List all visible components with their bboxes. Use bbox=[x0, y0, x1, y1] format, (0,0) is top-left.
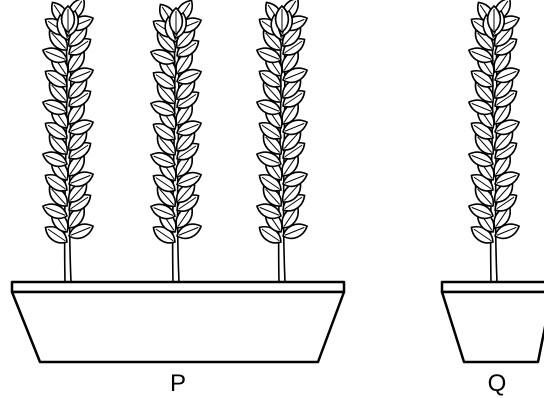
pot-q-body bbox=[442, 292, 544, 362]
pot-p-rim bbox=[12, 282, 344, 292]
pot-q-plants bbox=[467, 0, 522, 282]
pot-p bbox=[12, 282, 344, 362]
pot-q-rim bbox=[442, 282, 544, 292]
plant bbox=[255, 0, 310, 282]
pot-p-label: P bbox=[158, 370, 198, 398]
pot-q bbox=[442, 282, 544, 362]
plant bbox=[467, 0, 522, 282]
plant bbox=[149, 0, 204, 282]
pot-p-body bbox=[12, 292, 344, 362]
pot-p-plants bbox=[41, 0, 310, 282]
pot-q-label: Q bbox=[477, 370, 517, 398]
plant bbox=[41, 0, 96, 282]
